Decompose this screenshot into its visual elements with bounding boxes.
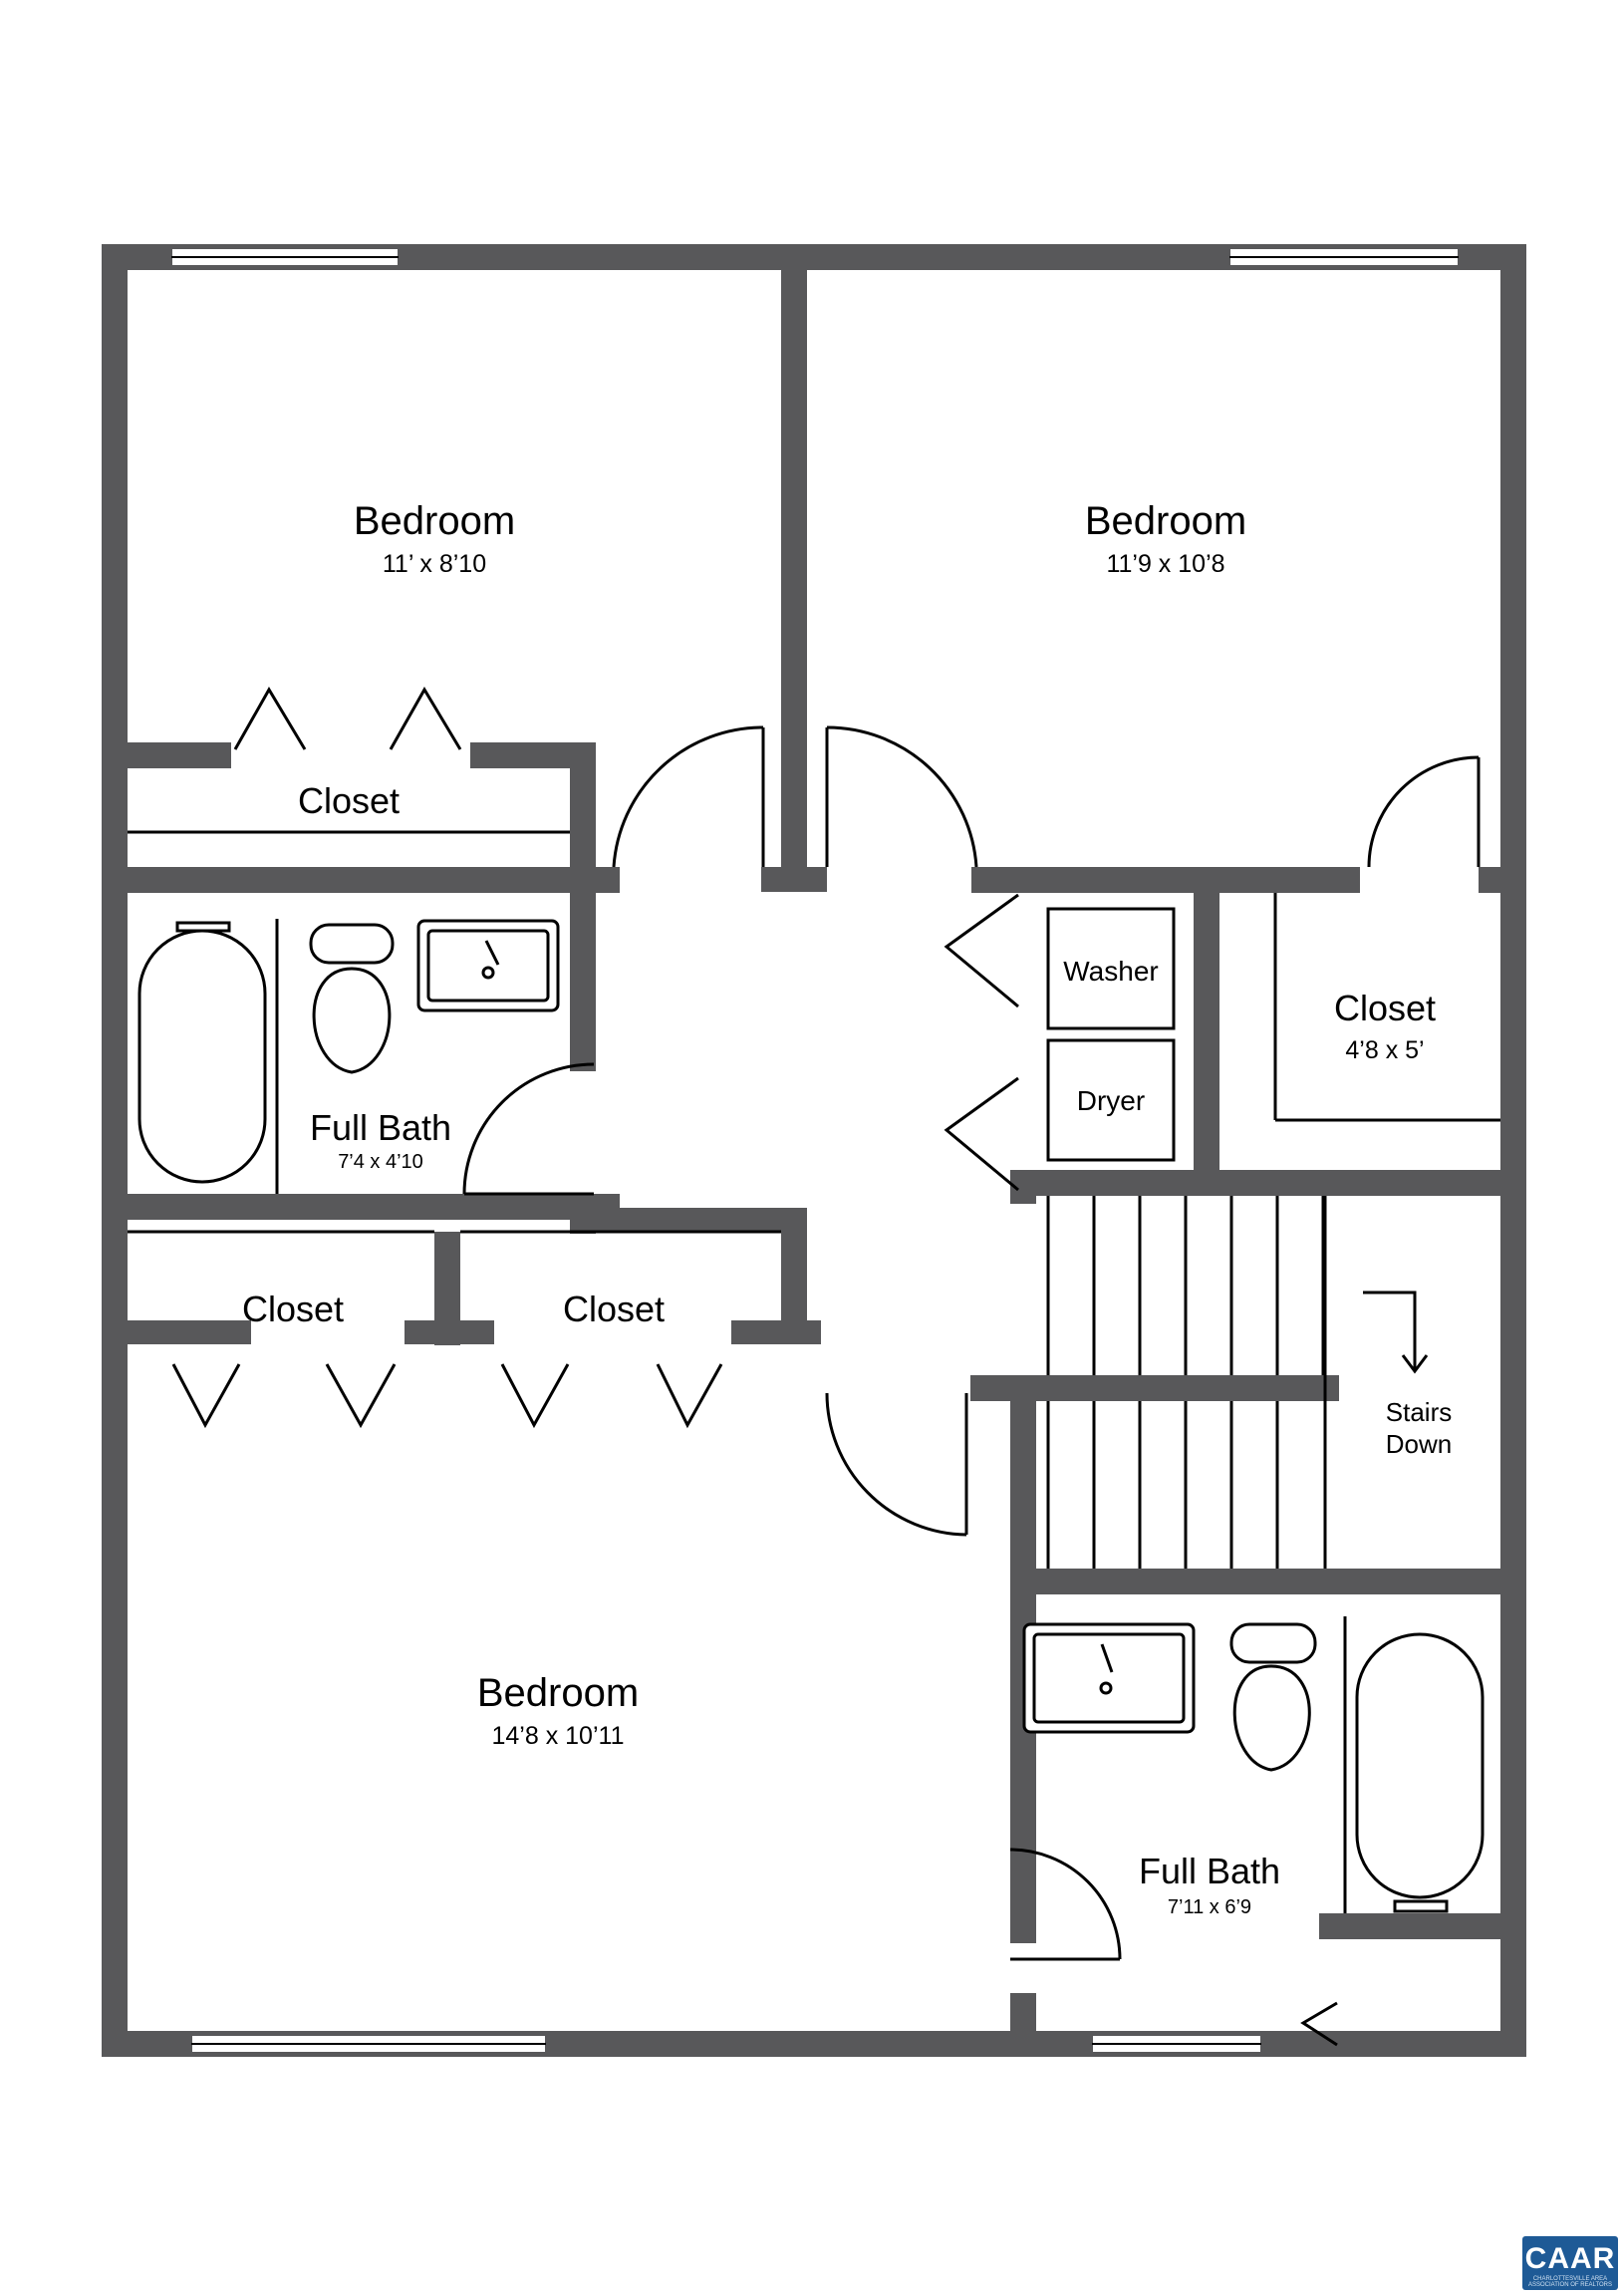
- windows: [170, 247, 1460, 2054]
- dryer-label: Dryer: [1077, 1085, 1145, 1116]
- room-dims-closet-right: 4’8 x 5’: [1345, 1036, 1424, 1064]
- stairs-label-line2: Down: [1386, 1429, 1452, 1459]
- swing-doors: [462, 725, 1481, 1961]
- bifold-doors: [171, 687, 1338, 2047]
- room-dims-bath-left: 7’4 x 4’10: [338, 1151, 423, 1173]
- room-name-closet-mid-right: Closet: [563, 1289, 665, 1329]
- room-dims-bedroom-top-right: 11’9 x 10’8: [1106, 550, 1224, 578]
- room-name-bath-left: Full Bath: [310, 1107, 451, 1148]
- interior-walls: [102, 244, 1526, 2057]
- left-bath-fixtures: [137, 919, 560, 1194]
- closet-shelves: [128, 830, 1500, 1234]
- caar-logo: CAAR CHARLOTTESVILLE AREA ASSOCIATION OF…: [1522, 2236, 1618, 2290]
- room-name-bath-right: Full Bath: [1139, 1851, 1280, 1891]
- room-dims-bedroom-bottom: 14’8 x 10’11: [492, 1722, 625, 1750]
- stairs-down-arrow: [1363, 1291, 1429, 1374]
- room-dims-bath-right: 7’11 x 6’9: [1168, 1896, 1251, 1918]
- stairs: [1046, 1196, 1327, 1569]
- right-bath-fixtures: [1022, 1616, 1485, 1913]
- outer-walls: [102, 244, 1526, 2057]
- stairs-label-line1: Stairs: [1386, 1397, 1452, 1427]
- room-labels: Bedroom 11’ x 8’10 Bedroom 11’9 x 10’8 C…: [242, 499, 1452, 1918]
- laundry: [1046, 907, 1176, 1162]
- room-name-closet-right: Closet: [1334, 988, 1436, 1028]
- room-dims-bedroom-top-left: 11’ x 8’10: [383, 550, 486, 578]
- room-name-bedroom-top-right: Bedroom: [1085, 499, 1246, 543]
- room-name-closet-mid-left: Closet: [242, 1289, 344, 1329]
- washer-label: Washer: [1063, 956, 1158, 987]
- room-name-bedroom-top-left: Bedroom: [354, 499, 515, 543]
- logo-text: CAAR: [1524, 2242, 1616, 2275]
- room-name-closet-top-left: Closet: [298, 780, 400, 821]
- logo-subtext: CHARLOTTESVILLE AREA ASSOCIATION OF REAL…: [1527, 2276, 1612, 2288]
- room-name-bedroom-bottom: Bedroom: [477, 1671, 639, 1715]
